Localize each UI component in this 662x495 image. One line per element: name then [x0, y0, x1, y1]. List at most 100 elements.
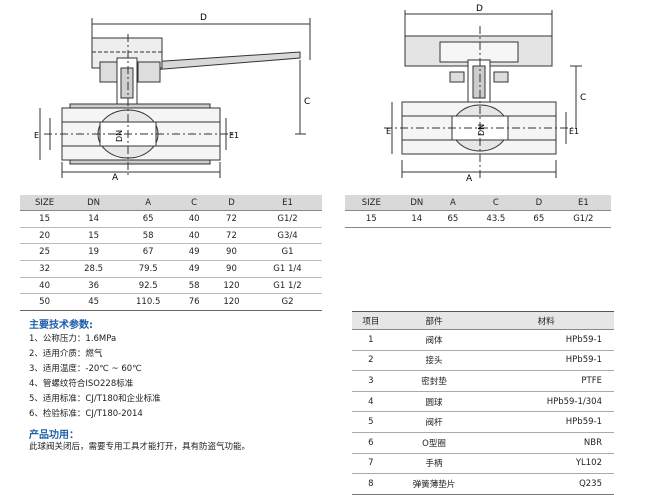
table-cell: 1 [352, 329, 390, 351]
table-cell: 14 [397, 210, 437, 228]
tech-param-item: 6、检验标准：CJ/T180-2014 [29, 409, 143, 419]
table-cell: 40 [20, 277, 70, 295]
table-cell: 4 [352, 391, 390, 413]
table-cell: 58 [118, 227, 179, 245]
table-row: 20 15 58 40 72 G3/4 [20, 227, 322, 245]
table-cell: 120 [209, 277, 253, 295]
dim-e-label: E [34, 131, 39, 140]
col-part: 部件 [389, 311, 479, 330]
dim-c-label-right: C [580, 93, 586, 103]
table-cell: 72 [209, 227, 253, 245]
col-item: 项目 [352, 311, 390, 330]
table-row: 25 19 67 49 90 G1 [20, 243, 322, 262]
table-row: 15 14 65 40 72 G1/2 [20, 210, 322, 228]
table-row: 40 36 92.5 58 120 G1 1/2 [20, 277, 322, 295]
dim-d-label-right: D [476, 4, 483, 14]
table-row: 2 接头 HPb59-1 [352, 350, 614, 372]
table-cell: G2 [253, 293, 322, 312]
table-cell: 36 [69, 277, 119, 295]
table-cell: O型圈 [389, 432, 479, 454]
parts-table: 项目 部件 材料 1 阀体 HPb59-1 2 接头 HPb59-1 3 密封垫… [352, 311, 614, 495]
dim-dn-label-right: DN [477, 124, 486, 136]
table-cell: G3/4 [253, 227, 322, 245]
tech-params-title: 主要技术参数: [29, 320, 93, 331]
table-cell: 15 [345, 210, 398, 228]
parts-table-header: 项目 部件 材料 [352, 311, 614, 330]
table-row: 32 28.5 79.5 49 90 G1 1/4 [20, 260, 322, 278]
table-cell: 2 [352, 350, 390, 372]
table-cell: 8 [352, 473, 390, 495]
dim-e1-label: E1 [229, 131, 239, 140]
spec-table-right: SIZE DN A C D E1 15 14 65 43.5 65 G1/2 [345, 195, 611, 228]
table-cell: 19 [69, 243, 119, 262]
col-size: SIZE [20, 195, 70, 211]
table-row: 1 阀体 HPb59-1 [352, 329, 614, 351]
col-d: D [209, 195, 253, 211]
dim-e1-label-right: E1 [569, 127, 579, 136]
table-cell: 接头 [389, 350, 479, 372]
col-material: 材料 [478, 311, 614, 330]
table-row: 3 密封垫 PTFE [352, 370, 614, 392]
col-c: C [178, 195, 210, 211]
table-cell: 15 [20, 210, 70, 228]
dim-dn-label: DN [115, 130, 124, 142]
table-cell: YL102 [478, 453, 614, 475]
table-cell: HPb59-1 [478, 350, 614, 372]
table-cell: G1 [253, 243, 322, 262]
table-cell: 7 [352, 453, 390, 475]
table-cell: 弹簧薄垫片 [389, 473, 479, 495]
table-cell: 76 [178, 293, 210, 312]
tech-param-item: 5、适用标准：CJ/T180和企业标准 [29, 394, 161, 404]
table-cell: 50 [20, 293, 70, 312]
table-cell: 72 [209, 210, 253, 228]
table-cell: G1/2 [253, 210, 322, 228]
table-cell: 5 [352, 411, 390, 433]
tech-param-item: 2、适用介质：燃气 [29, 349, 103, 359]
col-a: A [118, 195, 179, 211]
table-cell: G1 1/4 [253, 260, 322, 278]
table-cell: 49 [178, 260, 210, 278]
col-c: C [469, 195, 522, 211]
table-cell: 65 [118, 210, 179, 228]
table-cell: 120 [209, 293, 253, 312]
table-cell: HPb59-1 [478, 411, 614, 433]
table-cell: 28.5 [69, 260, 119, 278]
spec-table-left: SIZE DN A C D E1 15 14 65 40 72 G1/2 20 … [20, 195, 322, 312]
table-cell: 65 [521, 210, 556, 228]
table-cell: 15 [69, 227, 119, 245]
table-cell: 67 [118, 243, 179, 262]
table-cell: 6 [352, 432, 390, 454]
table-cell: G1 1/2 [253, 277, 322, 295]
col-dn: DN [397, 195, 437, 211]
dim-d-label: D [200, 13, 207, 23]
table-cell: 阀杆 [389, 411, 479, 433]
table-cell: NBR [478, 432, 614, 454]
table-row: 6 O型圈 NBR [352, 432, 614, 454]
tech-param-item: 1、公称压力：1.6MPa [29, 334, 117, 344]
table-cell: 79.5 [118, 260, 179, 278]
spec-table-header: SIZE DN A C D E1 [20, 195, 322, 211]
table-cell: 25 [20, 243, 70, 262]
col-d: D [521, 195, 556, 211]
table-cell: 90 [209, 260, 253, 278]
table-cell: 110.5 [118, 293, 179, 312]
tech-param-item: 4、管螺纹符合ISO228标准 [29, 379, 134, 389]
tech-param-item: 3、适用温度：-20℃ ~ 60℃ [29, 364, 142, 374]
table-cell: 45 [69, 293, 119, 312]
table-cell: 65 [436, 210, 470, 228]
col-e1: E1 [555, 195, 611, 211]
dim-a-label: A [112, 173, 119, 183]
table-cell: 58 [178, 277, 210, 295]
table-cell: 圆球 [389, 391, 479, 413]
usage-title: 产品功用： [29, 430, 79, 441]
dim-e-label-right: E [386, 127, 391, 136]
table-row: 4 圆球 HPb59-1/304 [352, 391, 614, 413]
table-cell: HPb59-1/304 [478, 391, 614, 413]
left-valve-drawing: D C E E1 A DN [34, 13, 311, 183]
col-e1: E1 [253, 195, 322, 211]
col-a: A [436, 195, 470, 211]
col-dn: DN [69, 195, 119, 211]
table-cell: 40 [178, 210, 210, 228]
table-row: 7 手柄 YL102 [352, 453, 614, 475]
table-row: 15 14 65 43.5 65 G1/2 [345, 210, 611, 228]
